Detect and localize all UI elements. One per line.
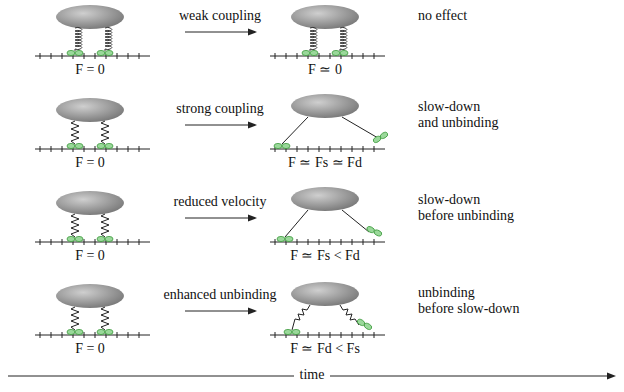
ellipse-shape bbox=[291, 94, 359, 118]
force-label: F = 0 bbox=[75, 155, 105, 171]
g-shape bbox=[372, 131, 388, 144]
outcome-label: slow-down before unbinding bbox=[418, 192, 514, 224]
use-shape bbox=[372, 131, 388, 144]
g-shape bbox=[356, 318, 372, 331]
polyline-shape bbox=[292, 305, 310, 330]
use-shape bbox=[185, 122, 257, 129]
path-shape bbox=[607, 373, 616, 380]
use-shape bbox=[270, 5, 385, 59]
use-shape bbox=[356, 318, 372, 331]
transition-label: weak coupling bbox=[179, 8, 261, 24]
transition-label: strong coupling bbox=[176, 101, 264, 117]
outcome-label: slow-down and unbinding bbox=[418, 99, 499, 131]
row-weak bbox=[35, 5, 385, 59]
use-shape bbox=[35, 98, 150, 152]
force-label: F ≃ Fs ≃ Fd bbox=[288, 155, 362, 171]
use-shape bbox=[185, 29, 257, 36]
force-label: F = 0 bbox=[75, 341, 105, 357]
row-enhanced bbox=[35, 282, 385, 338]
use-shape bbox=[274, 143, 290, 148]
use-shape bbox=[185, 308, 257, 315]
use-shape bbox=[277, 236, 293, 241]
transition-label: enhanced unbinding bbox=[163, 287, 276, 303]
path-shape bbox=[282, 117, 378, 144]
force-label: F = 0 bbox=[75, 62, 105, 78]
force-label: F ≃ Fs < Fd bbox=[290, 248, 360, 264]
use-shape bbox=[35, 5, 150, 59]
use-shape bbox=[284, 329, 300, 334]
row-strong bbox=[35, 94, 389, 152]
ellipse-shape bbox=[291, 282, 359, 306]
outcome-label: no effect bbox=[418, 8, 467, 24]
use-shape bbox=[185, 215, 257, 222]
path-shape bbox=[285, 210, 369, 237]
transition-label: reduced velocity bbox=[174, 194, 267, 210]
outcome-label: unbinding before slow-down bbox=[418, 285, 519, 317]
g-shape bbox=[366, 226, 383, 237]
row-reduced bbox=[35, 187, 385, 245]
force-label: F ≃ 0 bbox=[308, 62, 342, 78]
use-shape bbox=[35, 284, 150, 338]
polyline-shape bbox=[340, 305, 359, 325]
time-label: time bbox=[294, 367, 331, 383]
use-shape bbox=[366, 226, 383, 237]
force-label: F = 0 bbox=[75, 248, 105, 264]
force-label: F ≃ Fd < Fs bbox=[290, 341, 360, 357]
ellipse-shape bbox=[291, 187, 359, 211]
use-shape bbox=[35, 191, 150, 245]
